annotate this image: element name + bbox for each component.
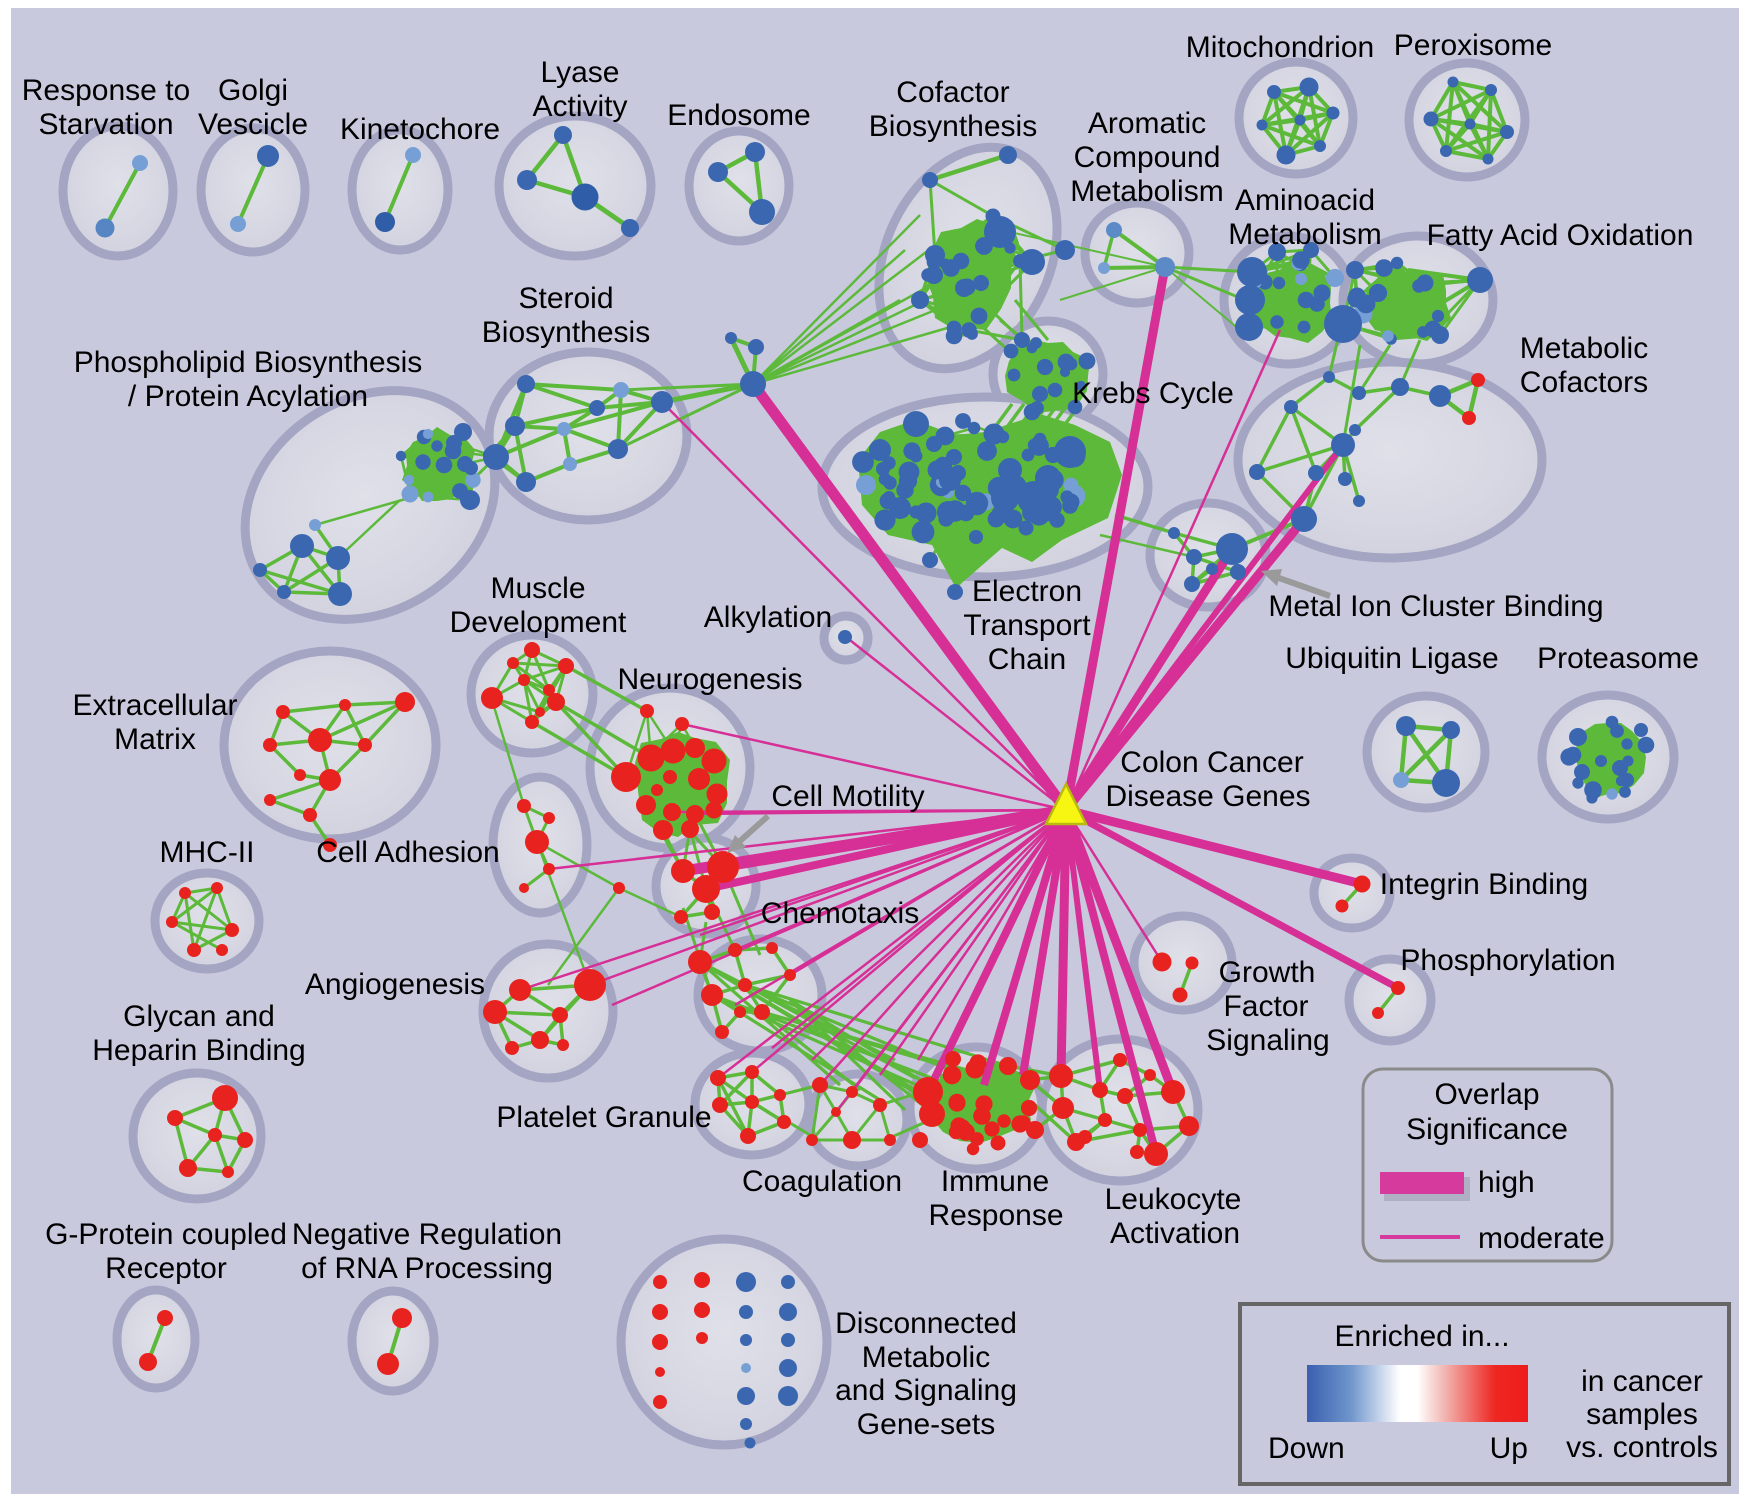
svg-text:samples: samples [1586,1398,1698,1431]
svg-text:Compound: Compound [1074,141,1221,174]
svg-text:Activity: Activity [532,90,627,123]
svg-text:Biosynthesis: Biosynthesis [482,316,650,349]
svg-text:Electron: Electron [972,575,1082,608]
svg-text:Metabolism: Metabolism [1070,175,1223,208]
svg-text:Heparin Binding: Heparin Binding [92,1034,305,1067]
svg-text:Colon Cancer: Colon Cancer [1120,746,1303,779]
svg-text:Muscle: Muscle [490,572,585,605]
svg-text:Cell Adhesion: Cell Adhesion [316,836,499,869]
svg-text:Glycan and: Glycan and [123,1000,275,1033]
svg-text:Cofactors: Cofactors [1520,366,1648,399]
svg-text:Ubiquitin Ligase: Ubiquitin Ligase [1285,642,1498,675]
svg-text:Gene-sets: Gene-sets [857,1408,995,1441]
svg-text:Down: Down [1268,1432,1345,1465]
svg-text:Transport: Transport [963,609,1091,642]
svg-text:Phosphorylation: Phosphorylation [1400,944,1615,977]
svg-text:Disease Genes: Disease Genes [1105,780,1310,813]
svg-text:Significance: Significance [1406,1113,1568,1146]
svg-text:moderate: moderate [1478,1222,1605,1255]
svg-text:of RNA Processing: of RNA Processing [301,1252,553,1285]
svg-text:Factor: Factor [1223,990,1308,1023]
svg-text:Metabolic: Metabolic [1520,332,1648,365]
svg-text:Vescicle: Vescicle [198,108,308,141]
svg-text:/ Protein Acylation: / Protein Acylation [128,380,368,413]
svg-text:Alkylation: Alkylation [704,601,832,634]
svg-text:Peroxisome: Peroxisome [1394,29,1552,62]
svg-text:Coagulation: Coagulation [742,1165,902,1198]
svg-text:high: high [1478,1166,1535,1199]
svg-text:Leukocyte: Leukocyte [1105,1183,1242,1216]
svg-text:Receptor: Receptor [105,1252,227,1285]
svg-text:Response to: Response to [22,74,190,107]
svg-text:G-Protein coupled: G-Protein coupled [45,1218,287,1251]
svg-text:Integrin Binding: Integrin Binding [1380,868,1588,901]
svg-text:Development: Development [450,606,627,639]
svg-text:Signaling: Signaling [1206,1024,1329,1057]
svg-text:Krebs Cycle: Krebs Cycle [1072,377,1234,410]
svg-text:Golgi: Golgi [218,74,288,107]
svg-text:Neurogenesis: Neurogenesis [617,663,802,696]
svg-text:in cancer: in cancer [1581,1365,1703,1398]
svg-text:Overlap: Overlap [1434,1078,1539,1111]
svg-text:Enriched in...: Enriched in... [1334,1320,1509,1353]
svg-text:Matrix: Matrix [114,723,196,756]
svg-text:Aminoacid: Aminoacid [1235,184,1375,217]
svg-text:Up: Up [1490,1432,1528,1465]
svg-text:Phospholipid Biosynthesis: Phospholipid Biosynthesis [74,346,423,379]
svg-text:Chemotaxis: Chemotaxis [761,897,919,930]
svg-text:MHC-II: MHC-II [160,836,255,869]
svg-text:Mitochondrion: Mitochondrion [1186,31,1374,64]
svg-text:Lyase: Lyase [541,56,620,89]
svg-text:Starvation: Starvation [38,108,173,141]
svg-text:Metal Ion Cluster Binding: Metal Ion Cluster Binding [1268,590,1603,623]
svg-text:Cell Motility: Cell Motility [771,780,924,813]
svg-text:Platelet Granule: Platelet Granule [496,1101,711,1134]
svg-text:vs. controls: vs. controls [1566,1431,1718,1464]
svg-text:Metabolism: Metabolism [1228,218,1381,251]
svg-text:Metabolic: Metabolic [862,1341,990,1374]
svg-text:Fatty Acid Oxidation: Fatty Acid Oxidation [1427,219,1694,252]
svg-text:Growth: Growth [1219,956,1316,989]
svg-text:Negative Regulation: Negative Regulation [292,1218,562,1251]
svg-text:Kinetochore: Kinetochore [340,113,500,146]
svg-text:Activation: Activation [1110,1217,1240,1250]
svg-text:Biosynthesis: Biosynthesis [869,110,1037,143]
svg-text:Extracellular: Extracellular [72,689,237,722]
svg-text:Proteasome: Proteasome [1537,642,1699,675]
svg-text:and Signaling: and Signaling [835,1374,1017,1407]
svg-text:Endosome: Endosome [667,99,810,132]
svg-text:Aromatic: Aromatic [1088,107,1206,140]
svg-text:Chain: Chain [988,643,1066,676]
svg-text:Disconnected: Disconnected [835,1307,1017,1340]
svg-text:Cofactor: Cofactor [896,76,1009,109]
svg-text:Response: Response [928,1199,1063,1232]
svg-text:Steroid: Steroid [518,282,613,315]
svg-text:Angiogenesis: Angiogenesis [305,968,485,1001]
svg-text:Immune: Immune [941,1165,1049,1198]
